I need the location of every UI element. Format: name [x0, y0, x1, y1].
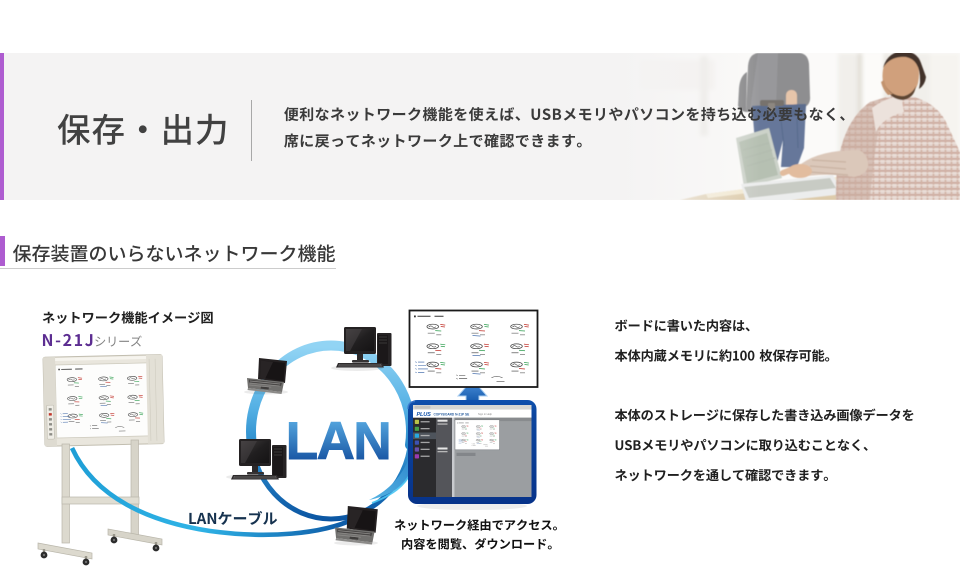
svg-text:Sign in Help: Sign in Help: [478, 412, 493, 416]
svg-text:PLUS: PLUS: [417, 412, 432, 418]
svg-text:COPYBOARD N-21P SE: COPYBOARD N-21P SE: [434, 412, 470, 416]
svg-text:LAN: LAN: [286, 412, 390, 471]
